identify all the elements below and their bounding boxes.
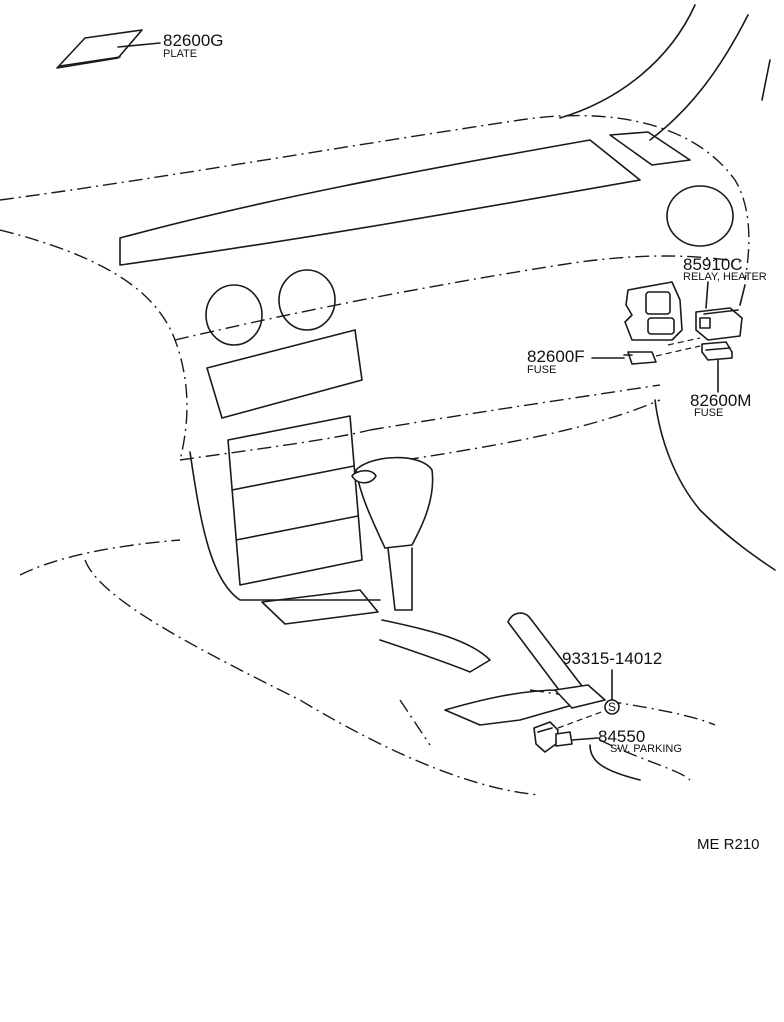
plate-leader bbox=[117, 42, 161, 48]
relay-dash-link bbox=[667, 337, 701, 346]
relay-leader bbox=[705, 281, 709, 309]
relay-part-number: 85910C bbox=[683, 255, 743, 274]
screw-part-number: 93315-14012 bbox=[562, 649, 662, 668]
plate-part[interactable] bbox=[56, 29, 143, 69]
fuse-f-part-number: 82600F bbox=[527, 347, 585, 366]
screw-symbol-letter: S bbox=[608, 700, 616, 714]
fuse-f-description: FUSE bbox=[527, 364, 556, 376]
floor-console bbox=[444, 399, 776, 781]
fuse-m-part-number: 82600M bbox=[690, 391, 751, 410]
fuse-f-part[interactable] bbox=[623, 351, 657, 365]
relay-leader-2 bbox=[739, 284, 746, 306]
windshield-lines bbox=[559, 4, 771, 141]
heater-relay-part[interactable] bbox=[695, 307, 743, 341]
handbrake-lever[interactable] bbox=[507, 612, 606, 709]
dashboard-outline bbox=[0, 114, 750, 796]
parking-switch-part-number: 84550 bbox=[598, 727, 645, 746]
dash-top-panel bbox=[119, 131, 734, 266]
center-vents bbox=[205, 269, 363, 419]
diagram-code: ME R210 bbox=[697, 836, 760, 853]
fuse-m-description: FUSE bbox=[694, 407, 723, 419]
fuse-f-dash-link bbox=[655, 345, 701, 357]
parking-switch-description: SW, PARKING bbox=[610, 743, 682, 755]
fuse-m-part[interactable] bbox=[701, 341, 733, 361]
screw-dash-link bbox=[557, 710, 605, 729]
screw-symbol[interactable]: S bbox=[604, 699, 620, 715]
plate-part-number: 82600G bbox=[163, 31, 224, 50]
relay-bracket bbox=[624, 281, 683, 341]
parking-switch-leader bbox=[571, 737, 599, 741]
center-console bbox=[189, 415, 381, 625]
plate-description: PLATE bbox=[163, 48, 197, 60]
relay-description: RELAY, HEATER bbox=[683, 271, 767, 283]
gear-shift[interactable] bbox=[351, 456, 491, 673]
parking-switch-part[interactable] bbox=[533, 721, 573, 753]
